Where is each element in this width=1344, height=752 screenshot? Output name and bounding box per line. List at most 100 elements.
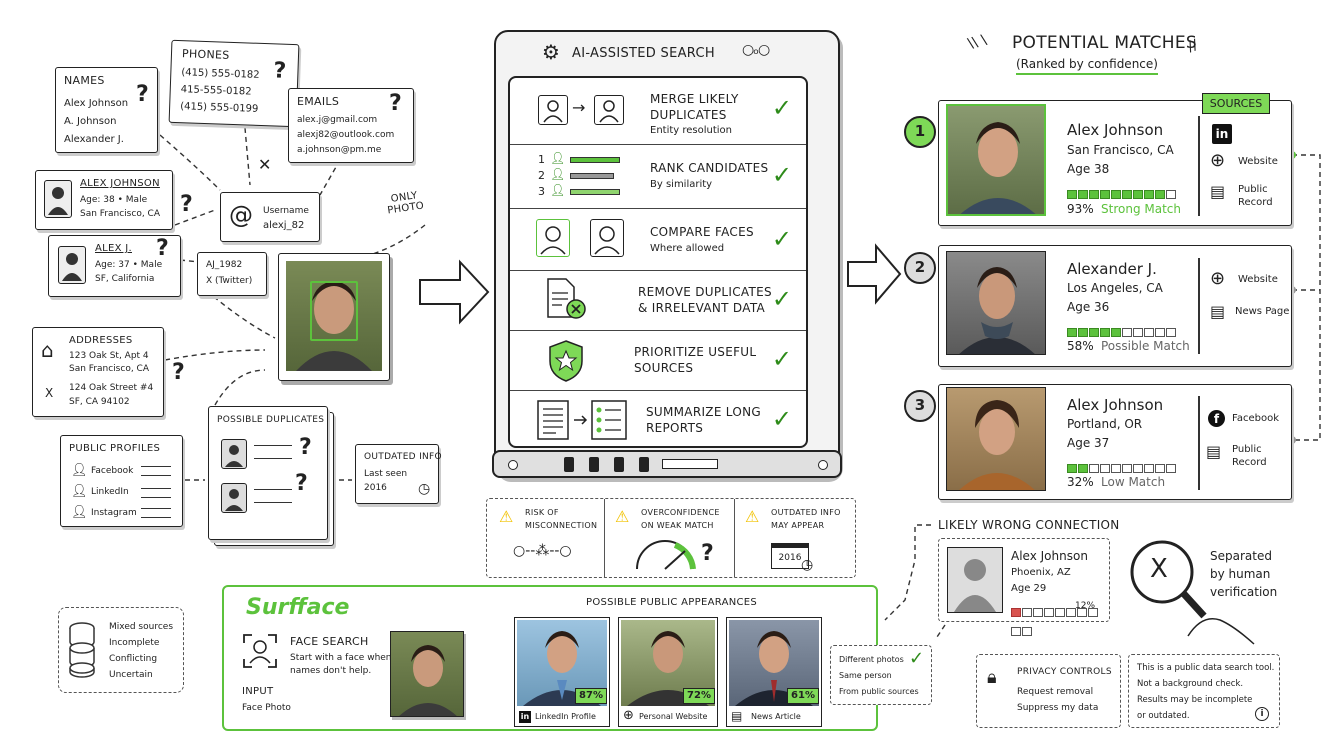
divider <box>1198 396 1200 490</box>
result-linkedin[interactable]: 87% in LinkedIn Profile <box>514 617 610 727</box>
scribble-lines <box>141 466 171 476</box>
person-icon: 👤︎ <box>550 151 566 165</box>
disclaimer-line: or outdated. <box>1137 711 1190 721</box>
step-sub: Entity resolution <box>650 125 733 136</box>
source-label: Record <box>1238 197 1273 208</box>
source-label: Website <box>1238 274 1278 285</box>
separated-line: verification <box>1210 585 1278 599</box>
privacy-request-removal[interactable]: Request removal <box>1017 687 1094 697</box>
x-mark-icon: X <box>1150 554 1168 584</box>
person-icon: 👤︎ <box>71 484 88 499</box>
match-percent: 32% <box>1067 475 1094 489</box>
question-mark-icon: ? <box>180 192 193 217</box>
warning-misconnection: ⚠ RISK OF MISCONNECTION ○‐‐⁂‐‐○ <box>487 499 605 577</box>
email-item: a.johnson@pm.me <box>297 145 382 155</box>
match-photo <box>946 251 1046 355</box>
step-title: REMOVE DUPLICATES <box>638 285 772 299</box>
clock-icon: ◷ <box>418 481 431 497</box>
wrong-connection-card: Alex Johnson Phoenix, AZ Age 29 12% <box>938 538 1110 636</box>
result-label: LinkedIn Profile <box>535 712 596 721</box>
confidence-segment <box>1033 608 1043 617</box>
match-photo <box>946 104 1046 216</box>
person-icon <box>538 95 568 125</box>
device-base <box>492 450 842 478</box>
person-icon: 👤︎ <box>550 183 566 197</box>
step-merge: → MERGE LIKELY DUPLICATES Entity resolut… <box>510 78 806 144</box>
separated-line: Separated <box>1210 549 1272 563</box>
check-icon: ✓ <box>909 648 925 669</box>
mixed-sources-box: Mixed sources Incomplete Conflicting Unc… <box>58 607 184 693</box>
match-name: Alex Johnson <box>1067 121 1164 139</box>
warning-icon: ⚠ <box>615 507 630 526</box>
result-news[interactable]: 61% ▤ News Article <box>726 617 822 727</box>
result-percent: 72% <box>683 688 715 704</box>
source-label: Website <box>1238 156 1278 167</box>
username-value: alexj_82 <box>263 220 305 231</box>
profile-source: Facebook <box>91 466 134 476</box>
check-icon: ✓ <box>771 161 792 189</box>
device-button <box>564 457 574 472</box>
profile-line: Age: 38 • Male <box>80 195 148 205</box>
confidence-segment <box>1022 627 1032 636</box>
wrong-name: Alex Johnson <box>1011 549 1088 563</box>
step-sub: By similarity <box>650 179 713 190</box>
source-label: Public <box>1238 184 1268 195</box>
input-label: INPUT <box>242 686 274 697</box>
confidence-segment <box>1089 464 1099 473</box>
question-mark-icon: ? <box>136 82 149 107</box>
result-label: Personal Website <box>639 712 708 721</box>
device-button <box>508 460 518 470</box>
linkedin-icon: in <box>1212 124 1232 144</box>
source-label: Public <box>1232 444 1262 455</box>
question-mark-icon: ? <box>156 236 169 261</box>
matches-subtitle: (Ranked by confidence) <box>1016 57 1158 75</box>
check-icon: ✓ <box>771 345 792 373</box>
address-line: 124 Oak Street #4 <box>69 383 154 393</box>
result-percent: 61% <box>787 688 819 704</box>
database-icon <box>69 622 95 678</box>
globe-icon: ⊕ <box>1210 268 1226 289</box>
phone-item: (415) 555-0182 <box>181 67 260 81</box>
step-title: DUPLICATES <box>650 108 727 122</box>
name-item: A. Johnson <box>64 116 117 127</box>
match-label: Low Match <box>1101 475 1166 489</box>
face-detect-box <box>310 281 358 341</box>
handle-line: X (Twitter) <box>206 276 253 286</box>
confidence-segment <box>1133 190 1143 199</box>
match-location: San Francisco, CA <box>1067 143 1174 157</box>
person-icon <box>594 95 624 125</box>
info-icon[interactable]: i <box>1255 707 1269 721</box>
search-title: AI-ASSISTED SEARCH <box>572 46 715 61</box>
handle-card: AJ_1982 X (Twitter) <box>197 252 267 296</box>
search-header: ⚙ AI-ASSISTED SEARCH ○ₒ○ <box>508 32 830 72</box>
question-mark-icon: ? <box>273 58 287 84</box>
addresses-title: ADDRESSES <box>69 335 133 346</box>
match-label: Strong Match <box>1101 202 1181 216</box>
confidence-bar <box>1067 184 1177 203</box>
match-location: Portland, OR <box>1067 417 1143 431</box>
step-title: COMPARE FACES <box>650 225 754 239</box>
step-title: SUMMARIZE LONG <box>646 405 761 419</box>
profile-card-2: ALEX J. Age: 37 • Male SF, California ? <box>48 235 181 297</box>
privacy-suppress-data[interactable]: Suppress my data <box>1017 703 1099 713</box>
device-button <box>818 460 828 470</box>
confidence-segment <box>1133 328 1143 337</box>
device-button <box>589 457 599 472</box>
step-compare: COMPARE FACES Where allowed ✓ <box>510 208 806 270</box>
warning-overconfidence: ⚠ OVERCONFIDENCE ON WEAK MATCH ? <box>605 499 735 577</box>
result-website[interactable]: 72% ⊕ Personal Website <box>618 617 718 727</box>
confidence-segment <box>1078 464 1088 473</box>
person-silhouette-icon <box>221 439 247 469</box>
confidence-segment <box>1111 190 1121 199</box>
warning-text: MISCONNECTION <box>525 521 598 530</box>
arrow-right-icon: → <box>572 98 586 117</box>
step-summarize: SUMMARIZE LONG REPORTS ✓ <box>510 390 806 446</box>
confidence-segment <box>1144 464 1154 473</box>
window-controls-icon: ○ₒ○ <box>742 42 770 58</box>
confidence-segment <box>1077 608 1087 617</box>
x-mark-icon: X <box>45 386 54 400</box>
outdated-title: OUTDATED INFO <box>364 452 442 462</box>
result-percent: 87% <box>575 688 607 704</box>
address-line: San Francisco, CA <box>69 364 149 374</box>
